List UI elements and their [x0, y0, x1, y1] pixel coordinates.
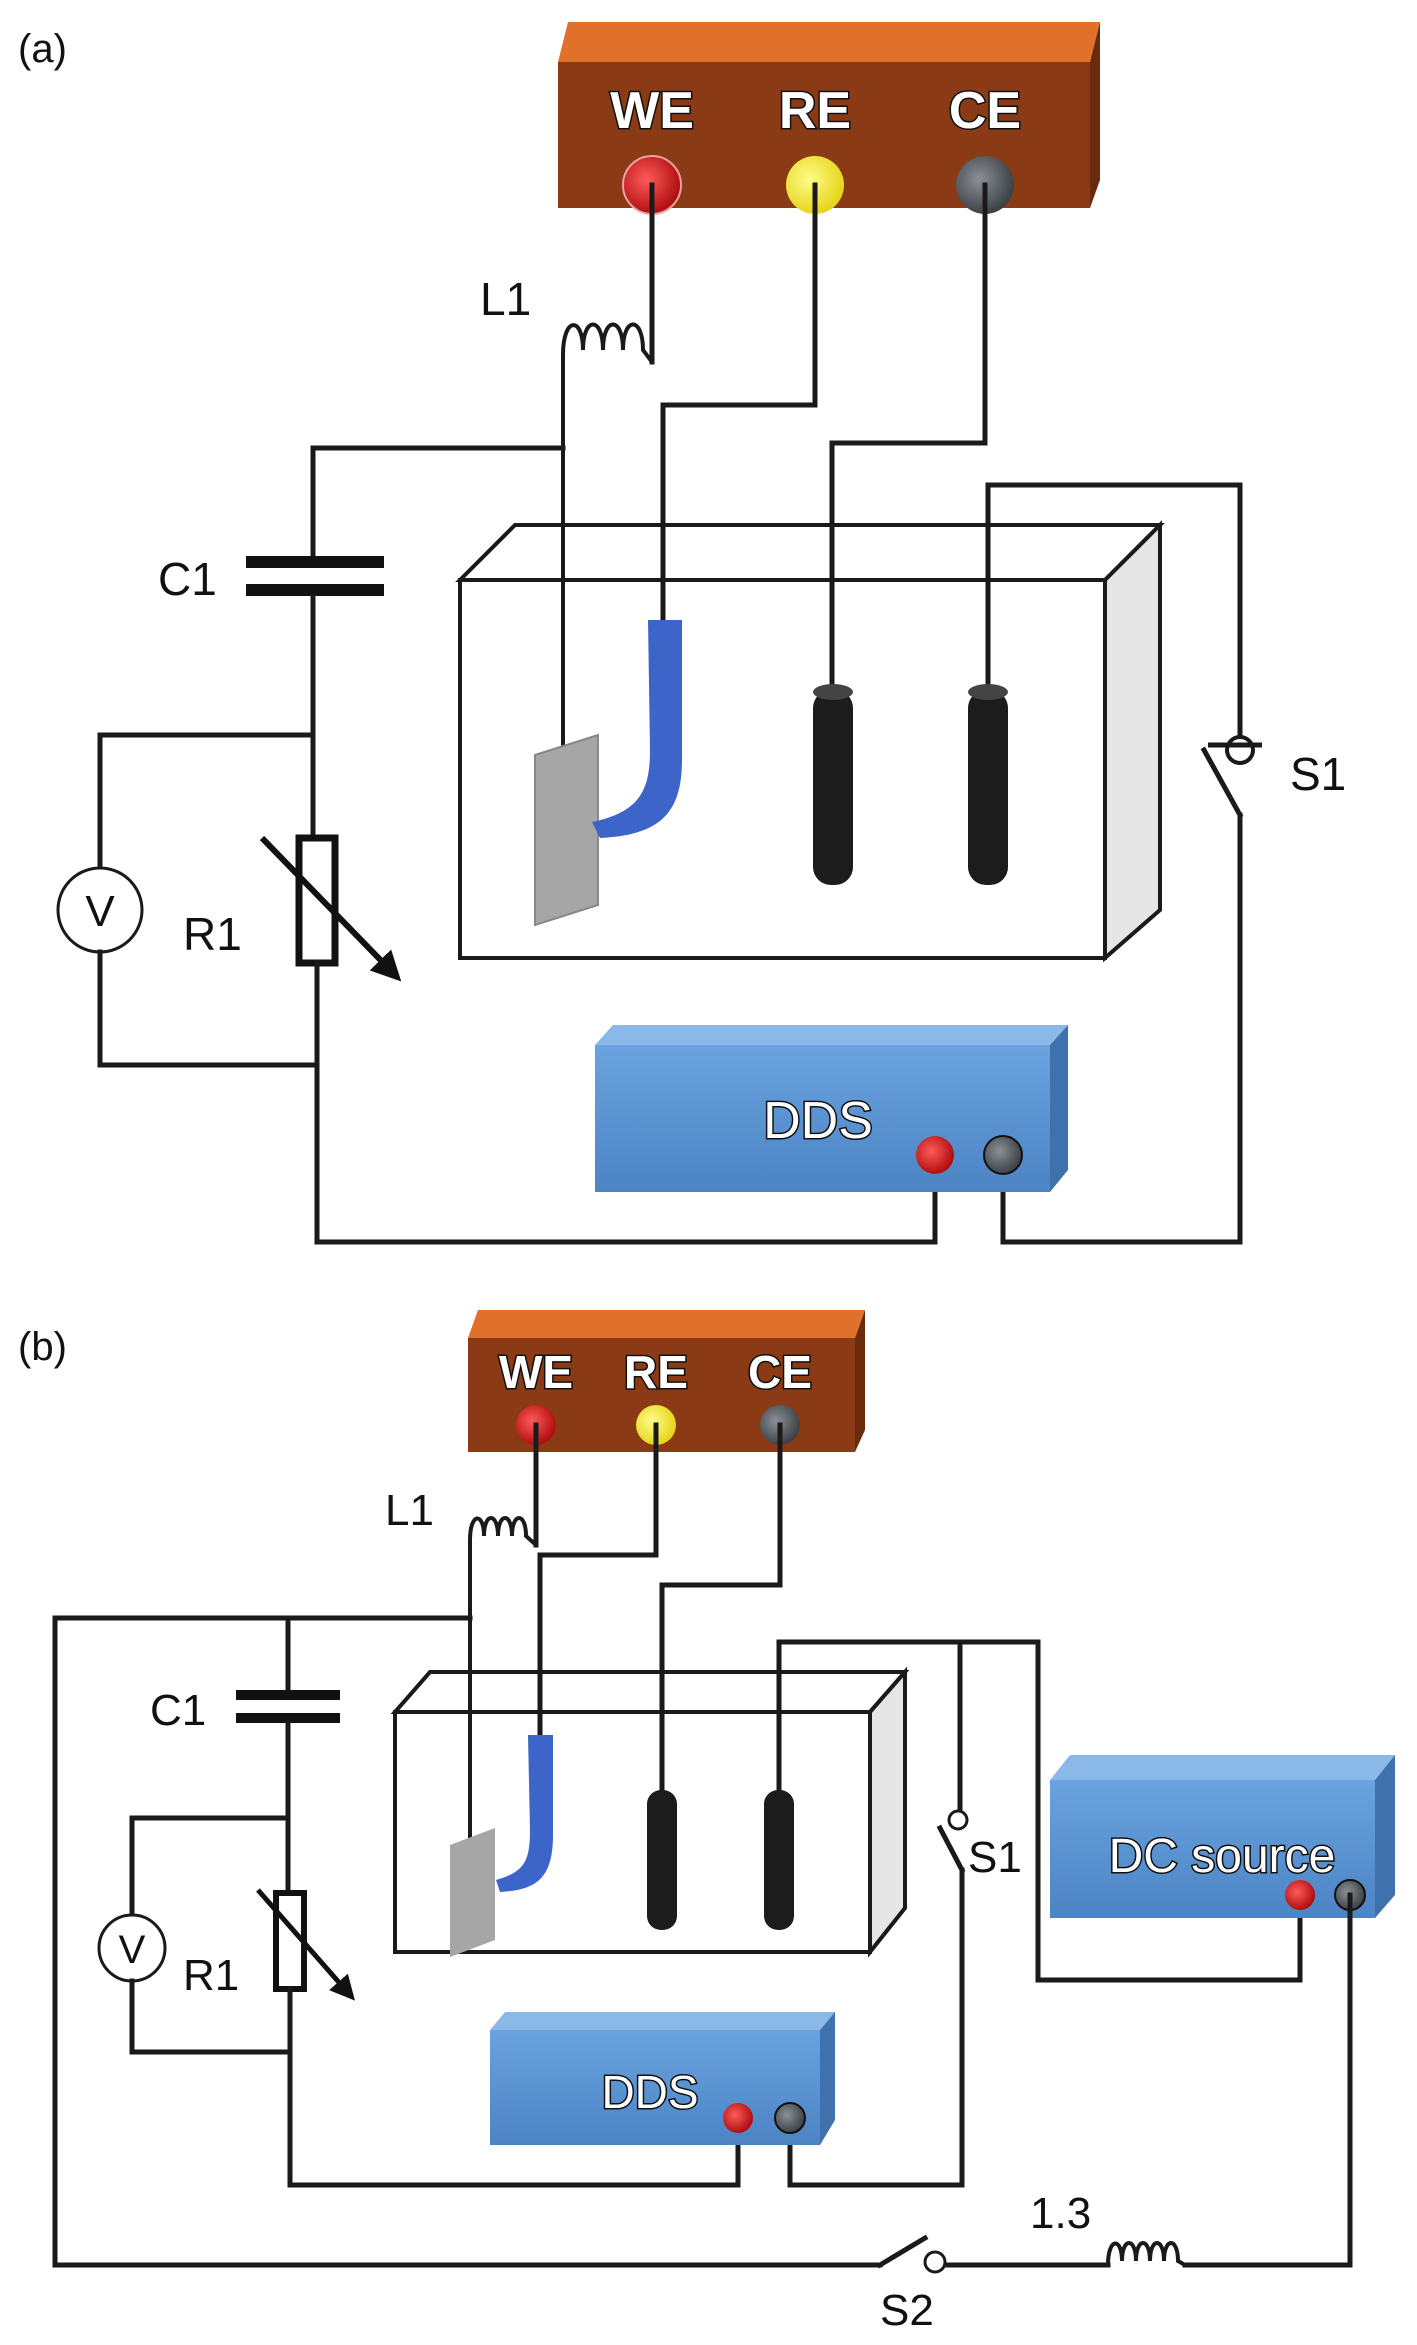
dds-device-b: DDS [490, 2012, 835, 2145]
dc-source-top-face [1050, 1755, 1395, 1780]
panel-b-label: (b) [18, 1325, 67, 1369]
reference-electrode-b [496, 1735, 553, 1892]
wire-b-s1-to-dds [787, 1867, 965, 2188]
terminal-b-label-ce: CE [748, 1346, 812, 1398]
auxiliary-electrode [968, 690, 1008, 885]
dc-source-label: DC source [1109, 1830, 1336, 1883]
dc-source-terminal-red [1285, 1880, 1315, 1910]
switch-s2-pivot [923, 2250, 947, 2274]
panel-b: (b) WE RE CE L1 [18, 1310, 1395, 2335]
wire-b-outer-left [52, 1615, 883, 2268]
wire-vm-top [97, 732, 316, 871]
wire-re [660, 182, 818, 623]
terminal-b-label-re: RE [624, 1346, 688, 1398]
working-electrode-plate-b [450, 1828, 495, 1957]
capacitor-b-c1-label: C1 [150, 1686, 206, 1735]
wire-s1-to-dds [1000, 812, 1243, 1245]
cell-b-side-face [868, 1666, 907, 1958]
resistor-r1-label: R1 [183, 908, 242, 960]
capacitor-b-c1-plate-bottom [236, 1713, 340, 1723]
auxiliary-electrode-b [764, 1790, 794, 1930]
terminal-b-label-we: WE [499, 1346, 573, 1398]
resistor-r1 [295, 834, 339, 967]
auxiliary-electrode-top [968, 684, 1008, 700]
inductor-b-l1-coil [468, 1516, 538, 1547]
dds-side-face [1050, 1025, 1068, 1192]
wire-b-vm-top [129, 1815, 291, 1918]
dds-b-front-face [490, 2030, 820, 2145]
potentiostat-b-side-face [855, 1310, 865, 1452]
inductor-1-3-label: 1.3 [1030, 2189, 1091, 2238]
switch-b-s1-pivot [947, 1809, 969, 1831]
inductor-l1-coil [561, 322, 654, 364]
switch-s2-blade [876, 2234, 929, 2269]
reference-electrode [592, 620, 682, 838]
resistor-b-r1-label: R1 [183, 1951, 239, 2000]
wire-b-vm-bottom [129, 1978, 291, 2055]
wire-b-ce [659, 1422, 783, 1793]
switch-s2-label: S2 [880, 2286, 934, 2335]
capacitor-c1-label: C1 [158, 553, 217, 605]
working-electrode-plate [534, 733, 599, 927]
capacitor-c1-plate-bottom [246, 584, 384, 596]
dds-label: DDS [763, 1092, 873, 1150]
potentiostat-side-face [1090, 22, 1100, 208]
dds-b-side-face [820, 2012, 835, 2145]
dds-b-terminal-black [774, 2102, 806, 2134]
dc-source-side-face [1375, 1755, 1395, 1918]
switch-s1: S1 [1200, 735, 1346, 819]
dc-source-device: DC source [1050, 1755, 1395, 1918]
resistor-r1-arrow [259, 835, 402, 982]
counter-electrode [813, 690, 853, 885]
switch-s1-label: S1 [1290, 748, 1346, 800]
panel-a-label: (a) [18, 27, 67, 71]
dds-top-face [595, 1025, 1068, 1045]
wire-ce [829, 182, 988, 693]
potentiostat-box: WE RE CE [558, 22, 1100, 215]
dds-device-a: DDS [595, 1025, 1068, 1192]
wire-b-r1-to-dds [287, 1986, 741, 2188]
terminal-label-ce: CE [949, 82, 1021, 140]
voltmeter-label: V [85, 887, 115, 936]
dds-b-top-face [490, 2012, 835, 2030]
switch-b-s1-label: S1 [968, 1833, 1022, 1882]
dds-terminal-red [916, 1136, 954, 1174]
terminal-label-we: WE [610, 82, 694, 140]
terminal-label-re: RE [779, 82, 851, 140]
inductor-b-l1-label: L1 [385, 1486, 434, 1535]
inductor-l1-label: L1 [480, 273, 531, 325]
wire-b-re [537, 1422, 659, 1738]
inductor-1-3-coil [1106, 2241, 1186, 2267]
wire-b-dc-to-inductor [1182, 1892, 1353, 2268]
wire-b-aux-to-dc [776, 1639, 1303, 1983]
switch-s1-pivot [1225, 735, 1255, 765]
capacitor-c1-plate-top [246, 556, 384, 568]
counter-electrode-b [647, 1790, 677, 1930]
switch-b-s1-blade [936, 1824, 966, 1874]
wire-r1-to-dds [314, 960, 938, 1245]
panel-a: (a) WE RE CE L1 [18, 22, 1346, 1245]
switch-s1-blade [1200, 746, 1244, 819]
dds-b-terminal-red [723, 2103, 753, 2133]
dds-b-label: DDS [601, 2066, 698, 2118]
wire-vm-bottom [97, 949, 316, 1068]
voltmeter-b-label: V [119, 1928, 146, 1972]
potentiostat-box-b: WE RE CE [468, 1310, 865, 1452]
cell-side-face [1103, 520, 1162, 963]
potentiostat-b-top-face [468, 1310, 865, 1338]
dc-source-front-face [1050, 1780, 1375, 1918]
wire-s1-top [985, 482, 1243, 738]
dds-front-face [595, 1045, 1050, 1192]
dds-terminal-black [983, 1135, 1023, 1175]
resistor-r1-b-arrow [256, 1888, 355, 2001]
wire-top-left [310, 445, 566, 538]
counter-electrode-top [813, 684, 853, 700]
capacitor-b-c1-plate-top [236, 1690, 340, 1700]
potentiostat-top-face [558, 22, 1100, 62]
